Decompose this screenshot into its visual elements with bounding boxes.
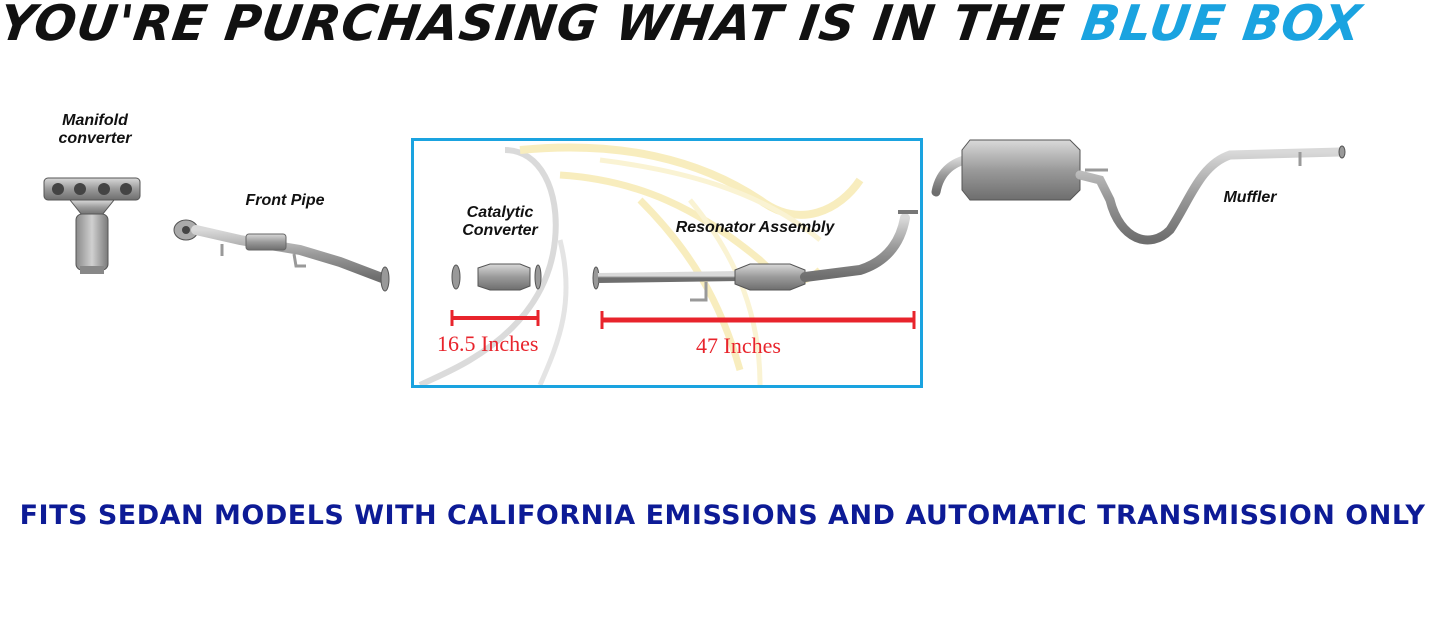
manifold-converter-part [43, 177, 141, 274]
muffler-label: Muffler [1223, 189, 1277, 206]
manifold-label-line-1: Manifold [62, 112, 128, 129]
front-pipe-label: Front Pipe [245, 192, 325, 209]
resonator-assembly-part [592, 210, 918, 302]
muffler-part [931, 139, 1346, 245]
catalytic-label-line-2: Converter [462, 222, 538, 239]
resonator-assembly-label: Resonator Assembly [675, 219, 835, 236]
catalytic-converter-label: Catalytic Converter [440, 204, 560, 240]
manifold-label-line-2: converter [58, 130, 132, 147]
catalytic-measure-line [450, 310, 540, 326]
resonator-measure-text: 47 Inches [696, 333, 781, 358]
resonator-measure-line [600, 311, 916, 329]
fitment-note: FITS SEDAN MODELS WITH CALIFORNIA EMISSI… [19, 500, 1426, 531]
catalytic-converter-part [451, 263, 542, 291]
blue-box-frame [411, 138, 923, 388]
catalytic-measure-text: 16.5 Inches [437, 331, 539, 356]
front-pipe-part [173, 219, 390, 292]
manifold-label: Manifold converter [40, 112, 150, 148]
catalytic-label-line-1: Catalytic [466, 204, 534, 221]
